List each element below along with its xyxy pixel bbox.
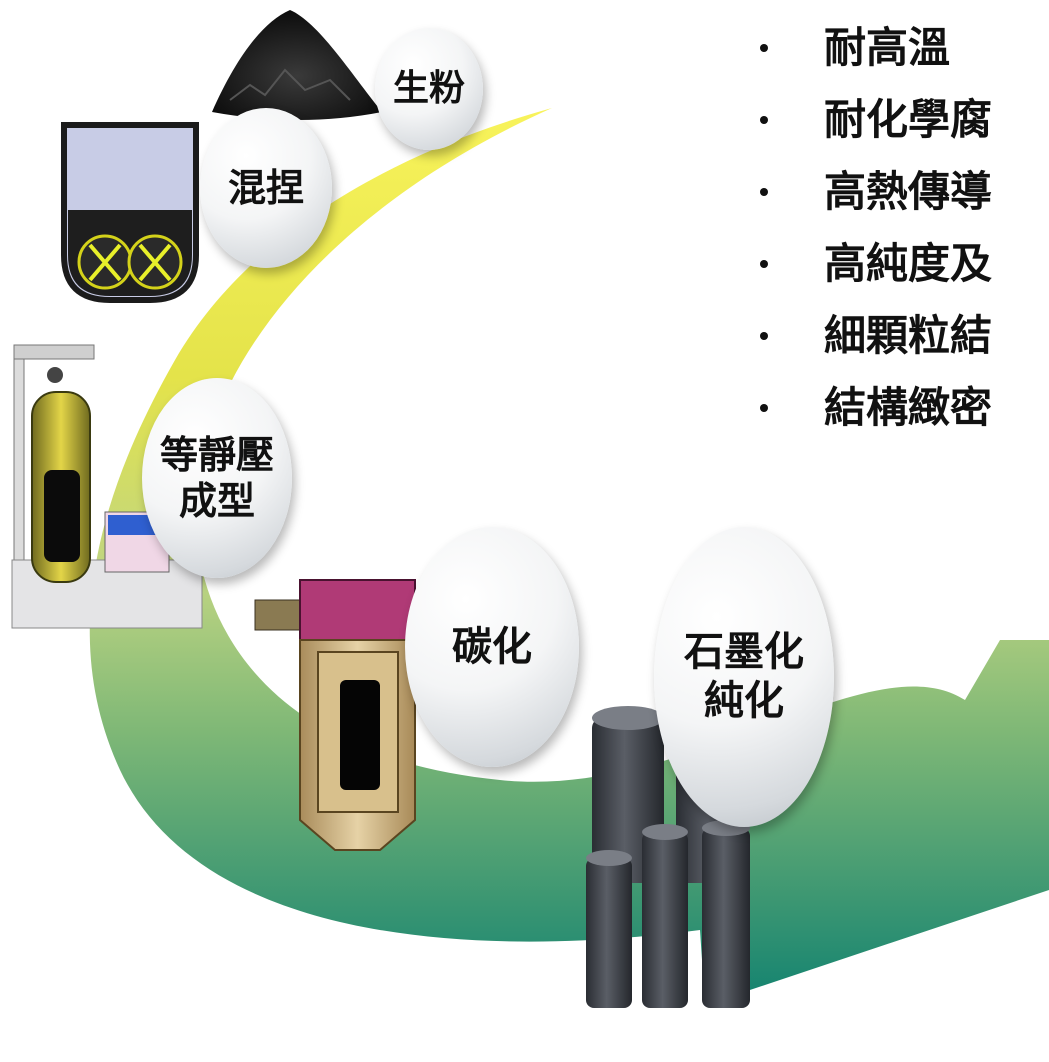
- step-bubble-kneading: 混捏: [200, 108, 332, 268]
- step-bubble-carbonization: 碳化: [405, 527, 579, 767]
- step-label-carbonization: 碳化: [452, 622, 532, 670]
- step-bubble-graphitization: 石墨化 純化: [654, 527, 834, 827]
- step-label-isostatic-2: 成型: [178, 478, 255, 523]
- powder-pile-icon: [212, 10, 382, 120]
- mixer-icon: [61, 122, 199, 303]
- feature-list: 耐高溫 耐化學腐 高熱傳導 高純度及 細顆粒結 結構緻密: [748, 12, 1049, 444]
- step-bubble-isostatic: 等靜壓 成型: [142, 378, 292, 578]
- feature-item: 結構緻密: [748, 372, 1049, 444]
- step-label-kneading: 混捏: [227, 164, 304, 210]
- feature-item: 高熱傳導: [748, 156, 1049, 228]
- step-label-isostatic-1: 等靜壓: [159, 431, 274, 477]
- bullet-dot-icon: [760, 332, 768, 340]
- bullet-dot-icon: [760, 260, 768, 268]
- bullet-dot-icon: [760, 188, 768, 196]
- bullet-dot-icon: [760, 404, 768, 412]
- feature-item: 高純度及: [748, 228, 1049, 300]
- step-label-graphitization-2: 純化: [704, 677, 784, 724]
- step-label-raw-powder: 生粉: [392, 67, 465, 110]
- feature-item: 耐化學腐: [748, 84, 1049, 156]
- step-label-graphitization-1: 石墨化: [684, 628, 804, 676]
- bullet-dot-icon: [760, 44, 768, 52]
- isostatic-press-icon: [11, 344, 203, 629]
- step-bubble-raw-powder: 生粉: [375, 28, 483, 150]
- feature-item: 細顆粒結: [748, 300, 1049, 372]
- feature-item: 耐高溫: [748, 12, 1049, 84]
- bullet-dot-icon: [760, 116, 768, 124]
